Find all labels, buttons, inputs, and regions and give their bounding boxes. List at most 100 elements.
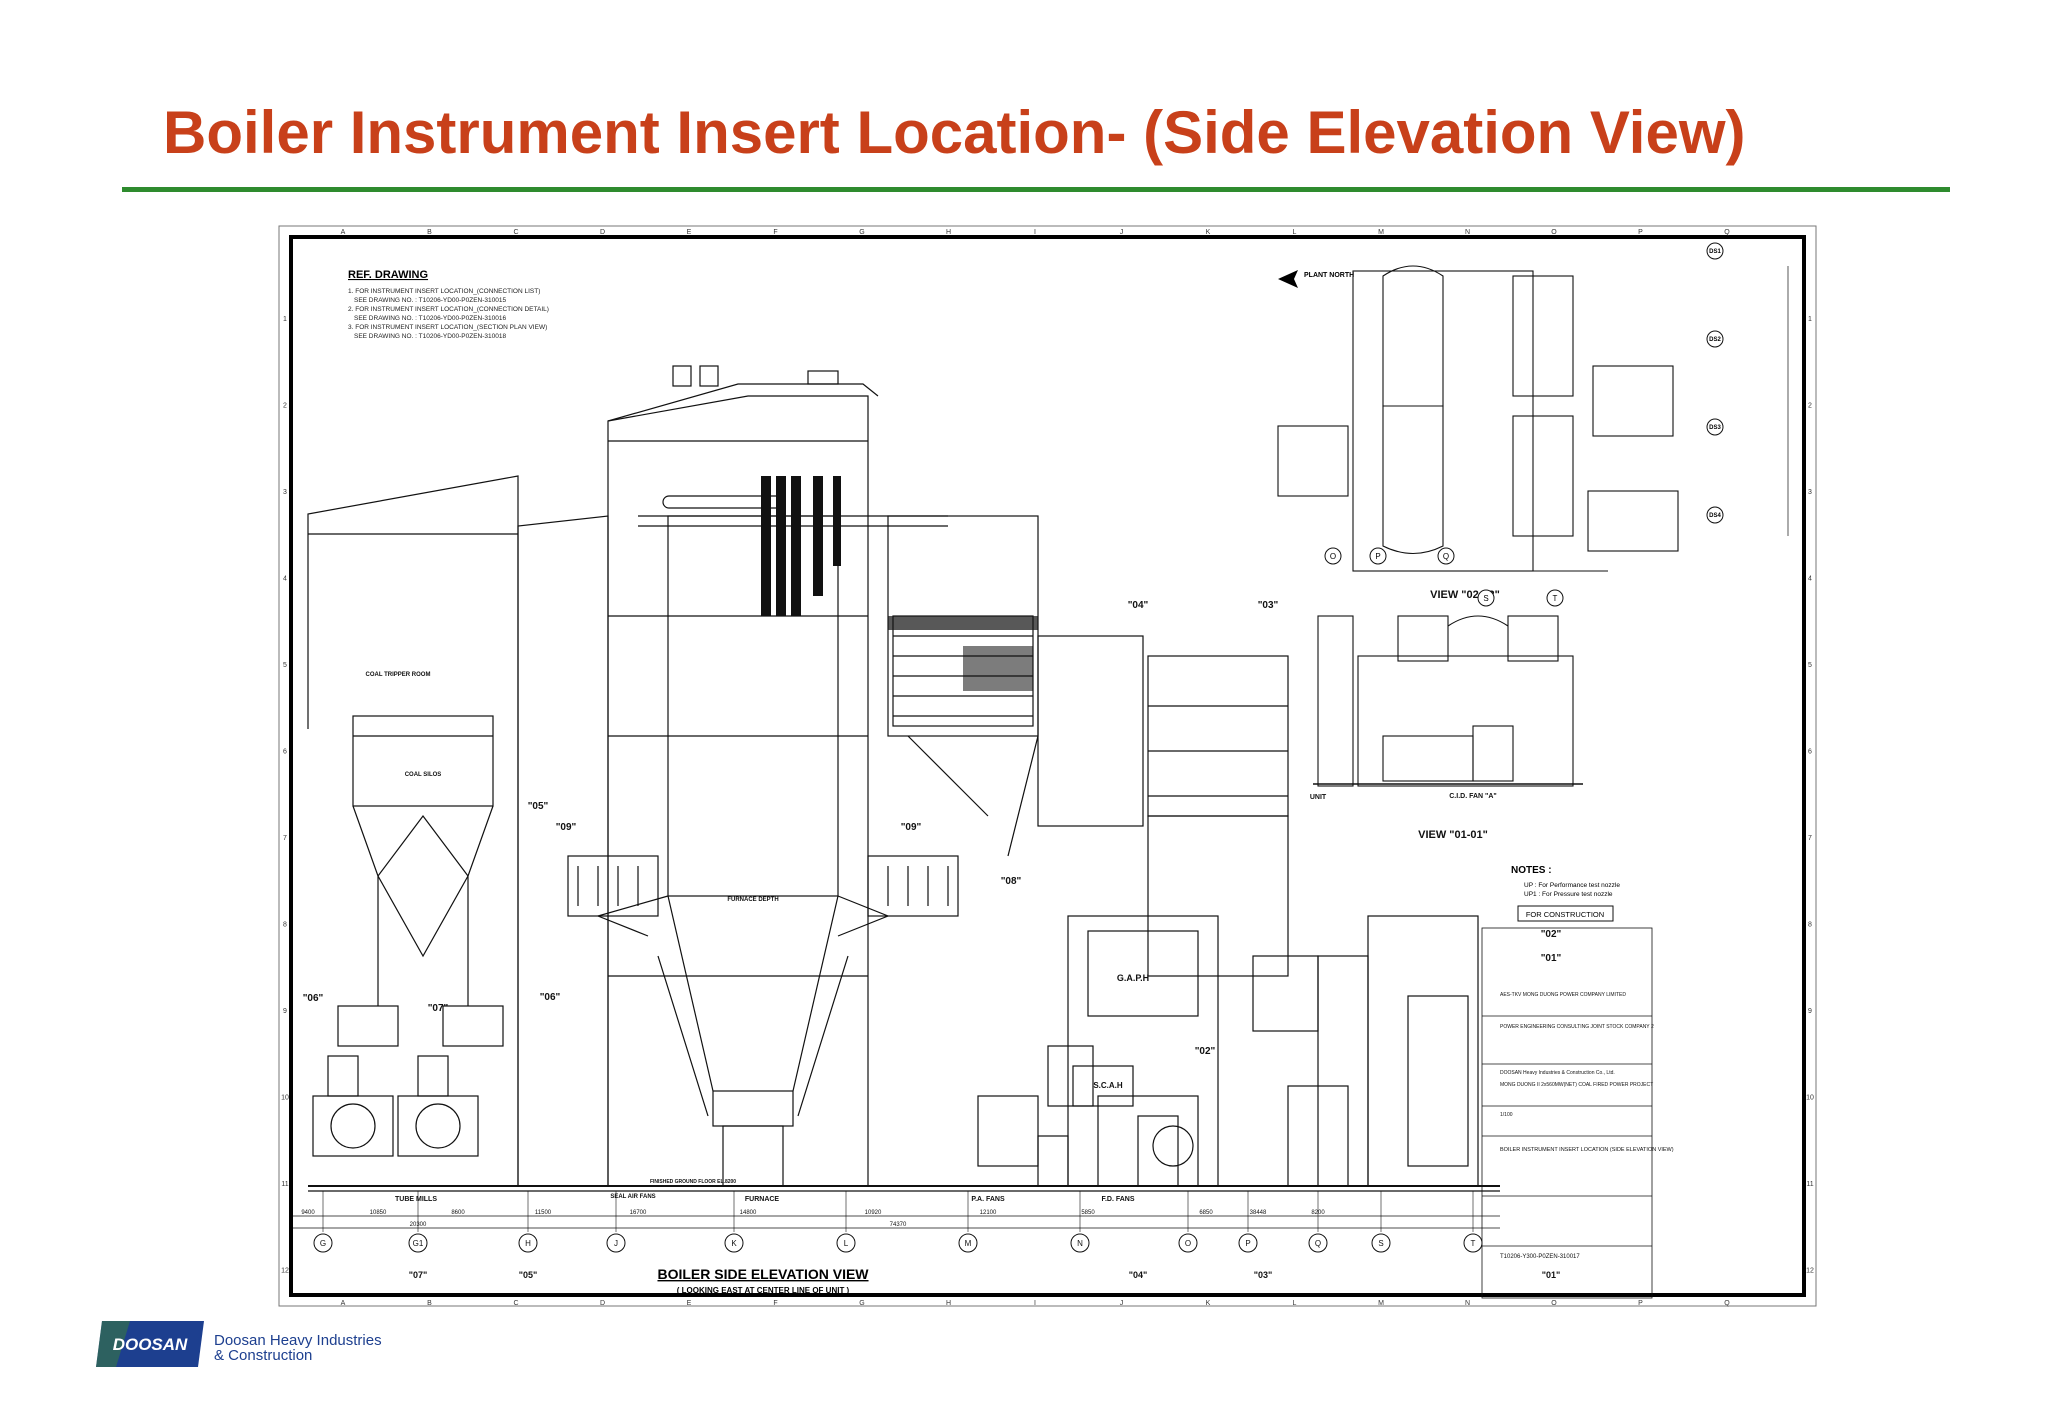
section-marker-06-right: "06" <box>540 992 561 1003</box>
ds-marker-bubble <box>1706 506 1724 524</box>
border-letter-top: P <box>1638 229 1643 236</box>
section-marker-08: "08" <box>1001 876 1022 887</box>
border-letter-top: J <box>1120 229 1124 236</box>
ref-drawing-line: 1. FOR INSTRUMENT INSERT LOCATION_(CONNE… <box>348 288 540 295</box>
bottom-section-marker: "05" <box>519 1270 538 1280</box>
border-letter-top: I <box>1034 229 1036 236</box>
column-grid-bubble <box>724 1233 744 1253</box>
border-letter-top: D <box>600 229 605 236</box>
column-grid-label: G1 <box>413 1239 424 1248</box>
dimension-label: 10850 <box>370 1210 387 1216</box>
dimension-label: 11500 <box>535 1210 552 1216</box>
border-letter-bottom: A <box>341 1300 346 1307</box>
border-number-right: 6 <box>1808 749 1812 756</box>
border-letter-bottom: B <box>427 1300 432 1307</box>
border-letter-bottom: P <box>1638 1300 1643 1307</box>
coal-silos-label: COAL SILOS <box>405 772 442 778</box>
section-marker-02-lower: "02" <box>1195 1046 1216 1057</box>
border-letter-bottom: E <box>687 1300 692 1307</box>
svg-text:P: P <box>1375 552 1380 561</box>
ds-marker-label: DS1 <box>1709 249 1721 255</box>
border-number-left: 12 <box>281 1268 289 1275</box>
ds-marker-label: DS3 <box>1709 425 1721 431</box>
border-letter-bottom: O <box>1551 1300 1557 1307</box>
section-marker-09-right: "09" <box>901 822 922 833</box>
main-drawing-subtitle: ( LOOKING EAST AT CENTER LINE OF UNIT ) <box>677 1286 850 1295</box>
border-letter-bottom: L <box>1293 1300 1297 1307</box>
column-grid-bubble <box>606 1233 626 1253</box>
border-letter-bottom: M <box>1378 1300 1384 1307</box>
border-letter-top: K <box>1206 229 1211 236</box>
unit-label: UNIT <box>1310 794 1327 801</box>
notes-block: NOTES : UP : For Performance test nozzle… <box>1511 865 1620 922</box>
doosan-logo: DOOSAN <box>96 1321 204 1367</box>
border-number-right: 1 <box>1808 316 1812 323</box>
column-grid-label: T <box>1471 1239 1476 1248</box>
border-number-left: 10 <box>281 1095 289 1102</box>
dimension-label: 9400 <box>301 1210 315 1216</box>
section-marker-09-left: "09" <box>556 822 577 833</box>
dimension-label: 12100 <box>980 1210 997 1216</box>
border-number-right: 7 <box>1808 835 1812 842</box>
scah-label: S.C.A.H <box>1093 1081 1123 1090</box>
border-number-left: 8 <box>283 922 287 929</box>
column-grid-bubble <box>1070 1233 1090 1253</box>
plant-north-icon: PLANT NORTH <box>1278 270 1354 288</box>
dimension-label: 8600 <box>451 1210 465 1216</box>
for-construction-stamp: FOR CONSTRUCTION <box>1526 910 1604 919</box>
border-letter-bottom: K <box>1206 1300 1211 1307</box>
ds-marker-label: DS2 <box>1709 337 1721 343</box>
border-letter-bottom: I <box>1034 1300 1036 1307</box>
border-letter-top: F <box>773 229 777 236</box>
title-block-drawing-title: BOILER INSTRUMENT INSERT LOCATION (SIDE … <box>1500 1147 1674 1153</box>
border-letter-bottom: H <box>946 1300 951 1307</box>
bottom-section-marker: "07" <box>409 1270 428 1280</box>
coal-tripper-room-label: COAL TRIPPER ROOM <box>366 672 431 678</box>
border-number-right: 11 <box>1806 1181 1813 1188</box>
view-02-02-plan <box>1277 265 1789 572</box>
border-number-right: 9 <box>1808 1008 1812 1015</box>
finished-floor-label: FINISHED GROUND FLOOR EL.8200 <box>650 1179 736 1185</box>
cid-fan-label: C.I.D. FAN "A" <box>1449 793 1496 800</box>
dimension-label: 8200 <box>1311 1210 1325 1216</box>
ds-marker-bubble <box>1706 418 1724 436</box>
border-letter-top: E <box>687 229 692 236</box>
border-number-right: 10 <box>1806 1095 1814 1102</box>
title-block-consultant: POWER ENGINEERING CONSULTING JOINT STOCK… <box>1500 1024 1654 1030</box>
column-grid-bubble <box>958 1233 978 1253</box>
column-grid-label: P <box>1245 1239 1250 1248</box>
bottom-section-marker: "01" <box>1542 1270 1561 1280</box>
company-line-2: & Construction <box>214 1347 313 1364</box>
ref-drawing-line: SEE DRAWING NO. : T10206-YD00-P0ZEN-3100… <box>354 297 506 304</box>
section-marker-04: "04" <box>1128 600 1149 611</box>
section-marker-05: "05" <box>528 801 549 812</box>
dimension-label: 38448 <box>1250 1210 1267 1216</box>
column-grid-bubble <box>1463 1233 1483 1253</box>
svg-text:O: O <box>1330 552 1336 561</box>
pa-fans-label: P.A. FANS <box>971 1196 1005 1203</box>
border-letter-top: C <box>513 229 518 236</box>
section-marker-07: "07" <box>428 1003 449 1014</box>
notes-line-2: UP1 : For Pressure test nozzle <box>1524 891 1613 898</box>
furnace-depth-label: FURNACE DEPTH <box>727 897 778 903</box>
title-block <box>1481 927 1653 1299</box>
border-letter-top: O <box>1551 229 1557 236</box>
ref-drawing-line: 2. FOR INSTRUMENT INSERT LOCATION_(CONNE… <box>348 306 549 313</box>
ref-drawing-heading: REF. DRAWING <box>348 269 428 281</box>
company-line-1: Doosan Heavy Industries <box>214 1332 382 1349</box>
border-number-left: 7 <box>283 835 287 842</box>
dimension-label: 5850 <box>1081 1210 1095 1216</box>
border-letter-top: Q <box>1724 229 1730 236</box>
gah-label: G.A.P.H <box>1117 973 1149 983</box>
seal-air-fans-label: SEAL AIR FANS <box>610 1194 655 1200</box>
column-grid-bubble <box>518 1233 538 1253</box>
border-number-left: 1 <box>283 316 287 323</box>
sheet-border <box>289 235 1806 1297</box>
main-drawing-title: BOILER SIDE ELEVATION VIEW <box>657 1266 869 1282</box>
slide-title: Boiler Instrument Insert Location- (Side… <box>163 99 1746 166</box>
main-elevation <box>307 365 1500 1192</box>
ref-drawing-line: 3. FOR INSTRUMENT INSERT LOCATION_(SECTI… <box>348 324 547 331</box>
column-grid-label: J <box>614 1239 618 1248</box>
border-letter-top: L <box>1293 229 1297 236</box>
